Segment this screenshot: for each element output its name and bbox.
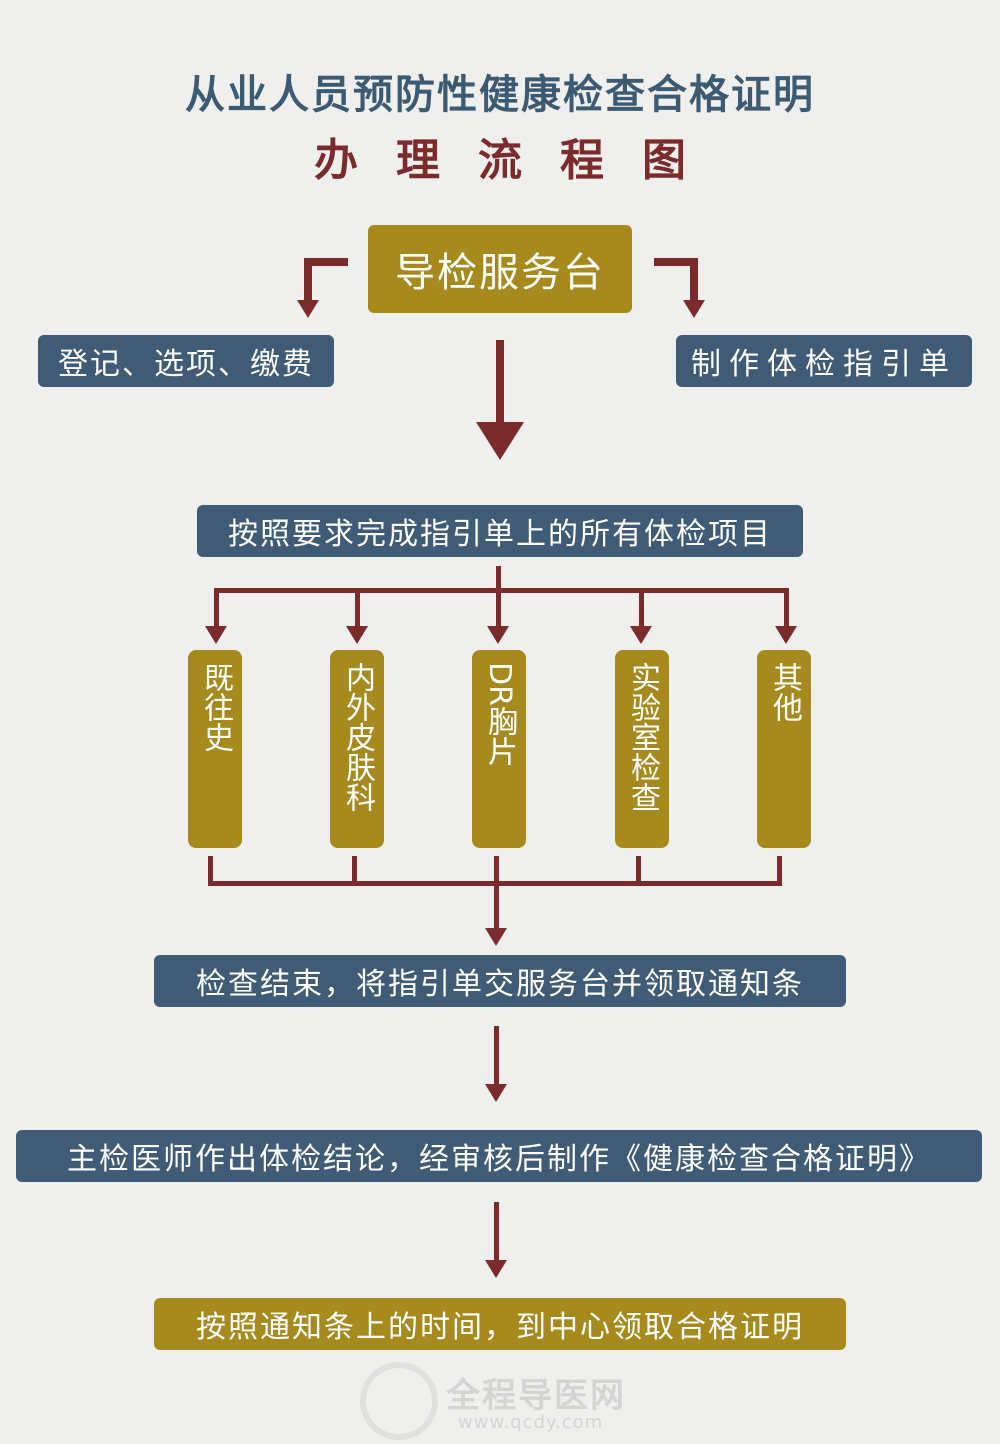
item-arrow-2 bbox=[346, 626, 368, 644]
collect-drop-5 bbox=[777, 856, 782, 886]
return-sheet-label: 检查结束，将指引单交服务台并领取通知条 bbox=[196, 967, 804, 1002]
page-title: 从业人员预防性健康检查合格证明 bbox=[185, 72, 815, 118]
arrow-to-doctor-shaft bbox=[494, 1026, 499, 1086]
doctor-conclusion-box: 主检医师作出体检结论，经审核后制作《健康检查合格证明》 bbox=[16, 1130, 982, 1182]
distribute-bar bbox=[214, 588, 789, 593]
exam-item-label: 既往史 bbox=[198, 662, 233, 752]
watermark-url: www.qcdy.com bbox=[458, 1412, 604, 1433]
distribute-trunk bbox=[496, 566, 501, 630]
item-arrow-3 bbox=[487, 626, 509, 644]
main-arrow-shaft bbox=[496, 340, 504, 424]
register-box: 登记、选项、缴费 bbox=[38, 335, 334, 387]
service-desk-box: 导检服务台 bbox=[368, 225, 632, 313]
arrow-to-collect-shaft bbox=[494, 1202, 499, 1262]
arrow-to-doctor-head bbox=[485, 1084, 507, 1102]
right-branch-arrow-v bbox=[690, 258, 698, 304]
exam-item-history: 既往史 bbox=[188, 650, 242, 848]
main-arrow-head bbox=[476, 422, 524, 460]
exam-item-label: 实验室检查 bbox=[625, 662, 660, 812]
left-branch-arrow-h bbox=[304, 258, 348, 266]
distribute-drop-2 bbox=[355, 588, 360, 630]
guide-sheet-label: 制作体检指引单 bbox=[691, 347, 957, 382]
left-branch-arrow-v bbox=[304, 258, 312, 304]
collect-drop-4 bbox=[636, 856, 641, 886]
exam-item-label: 内外皮肤科 bbox=[340, 662, 375, 812]
right-branch-arrow-h bbox=[654, 258, 698, 266]
collect-certificate-label: 按照通知条上的时间，到中心领取合格证明 bbox=[196, 1310, 804, 1345]
item-arrow-5 bbox=[775, 626, 797, 644]
exam-item-lab: 实验室检查 bbox=[615, 650, 669, 848]
exam-item-label: DR胸片 bbox=[482, 662, 517, 766]
doctor-conclusion-label: 主检医师作出体检结论，经审核后制作《健康检查合格证明》 bbox=[67, 1142, 931, 1177]
collect-trunk bbox=[494, 881, 499, 931]
watermark-logo-icon bbox=[360, 1362, 438, 1440]
distribute-drop-4 bbox=[639, 588, 644, 630]
collect-arrow-head bbox=[485, 928, 507, 946]
exam-item-internal-surgery-skin: 内外皮肤科 bbox=[330, 650, 384, 848]
collect-drop-2 bbox=[352, 856, 357, 886]
collect-drop-1 bbox=[208, 856, 213, 886]
complete-items-label: 按照要求完成指引单上的所有体检项目 bbox=[228, 517, 772, 552]
left-branch-arrow-head bbox=[297, 300, 319, 318]
item-arrow-1 bbox=[205, 626, 227, 644]
right-branch-arrow-head bbox=[683, 300, 705, 318]
page-subtitle: 办理流程图 bbox=[314, 135, 724, 186]
exam-item-dr-chest: DR胸片 bbox=[472, 650, 526, 848]
service-desk-label: 导检服务台 bbox=[395, 250, 605, 296]
item-arrow-4 bbox=[630, 626, 652, 644]
watermark-name: 全程导医网 bbox=[446, 1376, 626, 1416]
register-label: 登记、选项、缴费 bbox=[58, 347, 314, 382]
return-sheet-box: 检查结束，将指引单交服务台并领取通知条 bbox=[154, 955, 846, 1007]
guide-sheet-box: 制作体检指引单 bbox=[676, 335, 972, 387]
arrow-to-collect-head bbox=[485, 1260, 507, 1278]
collect-drop-3 bbox=[494, 856, 499, 886]
collect-certificate-box: 按照通知条上的时间，到中心领取合格证明 bbox=[154, 1298, 846, 1350]
distribute-drop-5 bbox=[784, 588, 789, 630]
complete-items-box: 按照要求完成指引单上的所有体检项目 bbox=[197, 505, 803, 557]
exam-item-other: 其他 bbox=[757, 650, 811, 848]
exam-item-label: 其他 bbox=[767, 662, 802, 722]
distribute-drop-1 bbox=[214, 588, 219, 630]
